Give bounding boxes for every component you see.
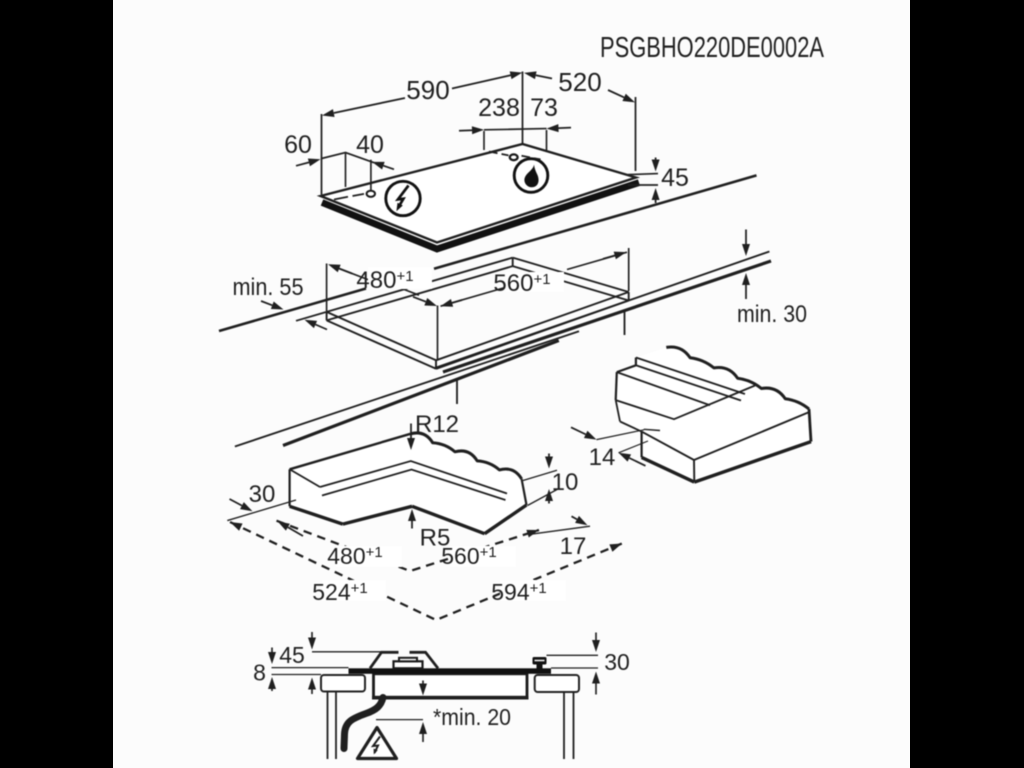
svg-text:480+1: 480+1 (356, 267, 413, 294)
svg-text:30: 30 (604, 649, 630, 675)
svg-text:520: 520 (558, 67, 601, 97)
svg-text:60: 60 (284, 131, 312, 159)
svg-text:min. 55: min. 55 (233, 274, 304, 301)
svg-text:R12: R12 (415, 411, 459, 438)
svg-text:40: 40 (356, 131, 384, 159)
svg-text:594+1: 594+1 (491, 579, 546, 605)
svg-text:73: 73 (530, 94, 558, 122)
svg-text:min. 30: min. 30 (737, 301, 807, 328)
svg-text:17: 17 (560, 533, 587, 560)
svg-text:560+1: 560+1 (493, 270, 550, 297)
svg-text:PSGBHO220DE0002A: PSGBHO220DE0002A (600, 32, 824, 64)
svg-text:30: 30 (249, 481, 276, 508)
svg-text:590: 590 (406, 75, 449, 105)
svg-text:10: 10 (552, 469, 579, 496)
svg-text:R5: R5 (420, 525, 451, 552)
svg-text:*min. 20: *min. 20 (433, 704, 511, 730)
svg-text:560+1: 560+1 (441, 543, 496, 569)
svg-text:238: 238 (478, 94, 520, 122)
svg-text:524+1: 524+1 (312, 579, 367, 605)
svg-text:14: 14 (589, 444, 616, 471)
svg-text:8: 8 (253, 660, 266, 686)
svg-text:480+1: 480+1 (327, 543, 382, 569)
svg-text:45: 45 (279, 642, 305, 668)
svg-text:45: 45 (661, 164, 689, 192)
